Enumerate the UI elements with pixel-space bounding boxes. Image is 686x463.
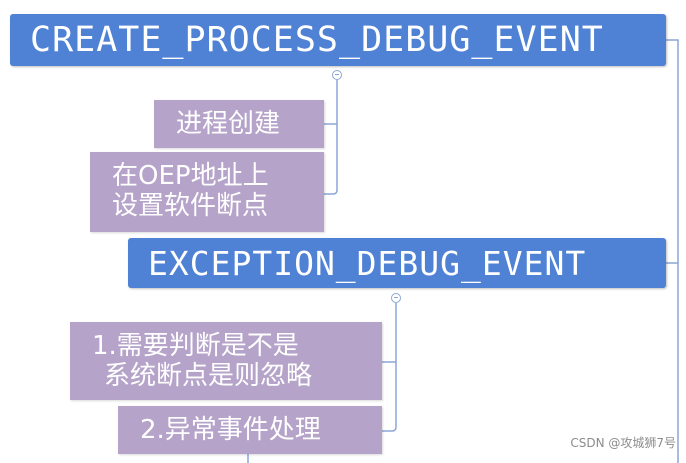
node-exception-debug-event[interactable]: EXCEPTION_DEBUG_EVENT	[128, 238, 666, 288]
collapse-exception-button[interactable]	[391, 293, 401, 303]
node-process-label: 进程创建	[176, 109, 281, 139]
node-exception-label: EXCEPTION_DEBUG_EVENT	[148, 243, 587, 283]
node-judge-system-breakpoint[interactable]: 1.需要判断是不是 系统断点是则忽略	[70, 322, 382, 400]
exception-branch	[382, 303, 397, 432]
node-oep-line1: 在OEP地址上	[112, 161, 269, 191]
node-oep-breakpoint[interactable]: 在OEP地址上 设置软件断点	[90, 152, 324, 232]
create-branch	[324, 80, 338, 195]
collapse-create-button[interactable]	[332, 70, 342, 80]
node-judge-line2: 系统断点是则忽略	[104, 361, 313, 391]
node-handle-label: 2.异常事件处理	[140, 415, 321, 445]
node-create-label: CREATE_PROCESS_DEBUG_EVENT	[30, 20, 604, 60]
trunk-connector	[666, 39, 679, 463]
node-handle-exception[interactable]: 2.异常事件处理	[118, 406, 382, 454]
watermark: CSDN @攻城狮7号	[570, 436, 676, 450]
node-oep-line2: 设置软件断点	[112, 191, 269, 221]
node-process-created[interactable]: 进程创建	[154, 100, 324, 148]
node-create-process-debug-event[interactable]: CREATE_PROCESS_DEBUG_EVENT	[10, 14, 666, 66]
node-judge-line1: 1.需要判断是不是	[92, 331, 299, 361]
